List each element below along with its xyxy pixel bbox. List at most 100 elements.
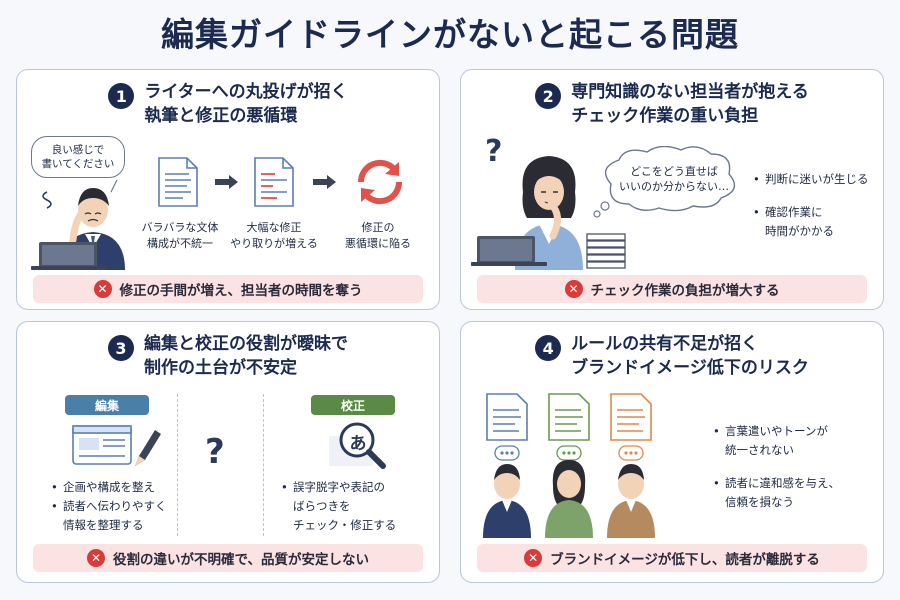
list-item-cont: 情報を整理する	[51, 516, 181, 535]
divider	[263, 394, 264, 536]
panel-1-title-line-1: ライターへの丸投げが招く	[144, 82, 348, 102]
page-title: 編集ガイドラインがないと起こる問題	[161, 15, 739, 54]
bullet-text: 信頼を損なう	[725, 495, 794, 509]
list-item: •判断に迷いが生じる	[753, 170, 879, 189]
panel-3: 3 編集と校正の役割が曖昧で 制作の土台が不安定 編集 校正 ? あ •企画や構…	[16, 321, 440, 583]
bullet-text: ばらつきを	[293, 499, 351, 513]
bullet-text: 情報を整理する	[63, 518, 144, 532]
panel-2-number: 2	[535, 83, 562, 109]
question-mark-icon: ?	[485, 134, 503, 169]
panel-1-result: ✕ 修正の手間が増え、担当者の時間を奪う	[33, 275, 423, 303]
list-item: • 言葉遣いやトーンが	[713, 422, 879, 441]
list-item-cont: チェック・修正する	[281, 516, 431, 535]
list-item: • 読者に違和感を与え、	[713, 474, 879, 493]
panel-1-title: ライターへの丸投げが招く 執筆と修正の悪循環	[144, 80, 347, 128]
panel-2-title-line-2: チェック作業の重い負担	[571, 106, 759, 126]
bubble-line-1: 良い感じで	[51, 144, 105, 156]
step-2-line-1: 大幅な修正	[246, 221, 302, 234]
panel-3-title: 編集と校正の役割が曖昧で 制作の土台が不安定	[144, 332, 348, 380]
panel-4: 4 ルールの共有不足が招く ブランドイメージ低下のリスク	[460, 321, 884, 583]
panel-1: 1 ライターへの丸投げが招く 執筆と修正の悪循環 良い感じで 書いてください	[16, 69, 440, 310]
panel-3-right-bullets: • 誤字脱字や表記の ばらつきを チェック・修正する	[281, 478, 431, 535]
panel-3-title-line-1: 編集と校正の役割が曖昧で	[144, 334, 348, 354]
x-mark-icon: ✕	[564, 280, 583, 298]
bullet-dot-icon: •	[713, 476, 720, 490]
worried-writer-illustration	[31, 179, 125, 270]
step-1-line-1: バラバラな文体	[141, 221, 219, 234]
bullet-text: 言葉遣いやトーンが	[725, 424, 828, 438]
bullet-text: 確認作業に	[765, 205, 823, 219]
list-item-cont: 信頼を損なう	[713, 493, 879, 512]
document-icon	[548, 393, 590, 441]
document-icon	[158, 157, 198, 207]
panel-4-title-line-1: ルールの共有不足が招く	[571, 334, 759, 354]
panel-3-result-text: 役割の違いが不明確で、品質が安定しない	[113, 552, 369, 568]
thought-cloud-icon	[593, 146, 736, 218]
thought-line-1: どこをどう直せば	[630, 165, 718, 178]
panel-4-bullets: • 言葉遣いやトーンが 統一されない • 読者に違和感を与え、 信頼を損なう	[713, 422, 879, 512]
list-item: • 確認作業に	[753, 203, 879, 222]
panel-2-header: 2 専門知識のない担当者が抱える チェック作業の重い負担	[461, 80, 883, 128]
arrow-right-icon	[313, 175, 336, 189]
panel-2-title-line-1: 専門知識のない担当者が抱える	[571, 82, 809, 102]
panel-3-header: 3 編集と校正の役割が曖昧で 制作の土台が不安定	[17, 332, 439, 380]
list-item-cont: 時間がかかる	[753, 222, 879, 241]
panel-2: 2 専門知識のない担当者が抱える チェック作業の重い負担 ? どこをどう直せば …	[460, 69, 884, 310]
document-icon	[486, 393, 528, 441]
panel-1-result-text: 修正の手間が増え、担当者の時間を奪う	[119, 283, 363, 299]
panel-4-result-text: ブランドイメージが低下し、読者が離脱する	[550, 552, 820, 568]
panel-2-result: ✕ チェック作業の負担が増大する	[477, 275, 867, 303]
bullet-text: 企画や構成を整え	[63, 480, 155, 494]
thought-line-2: いいのか分からない…	[619, 180, 729, 193]
bullet-text: 読者に違和感を与え、	[725, 476, 840, 490]
panel-4-title: ルールの共有不足が招く ブランドイメージ低下のリスク	[571, 332, 809, 380]
panel-4-number: 4	[535, 335, 562, 361]
step-1-line-2: 構成が不統一	[147, 237, 213, 250]
panel-2-title: 専門知識のない担当者が抱える チェック作業の重い負担	[571, 80, 809, 128]
panel-2-bullets: •判断に迷いが生じる • 確認作業に 時間がかかる	[753, 170, 879, 241]
document-icon	[254, 157, 294, 207]
x-mark-icon: ✕	[93, 280, 112, 298]
bullet-text: 時間がかかる	[765, 224, 834, 238]
bullet-text: チェック・修正する	[293, 518, 397, 532]
panel-3-number: 3	[108, 335, 134, 361]
x-mark-icon: ✕	[524, 549, 543, 567]
panel-1-header: 1 ライターへの丸投げが招く 執筆と修正の悪循環	[17, 80, 439, 128]
bullet-dot-icon: •	[281, 480, 288, 494]
proof-tag: 校正	[311, 395, 395, 415]
panel-4-result: ✕ ブランドイメージが低下し、読者が離脱する	[477, 544, 867, 572]
bullet-text: 判断に迷いが生じる	[765, 172, 869, 186]
panel-2-result-text: チェック作業の負担が増大する	[590, 283, 780, 299]
bullet-text: 読者へ伝わりやすく	[63, 499, 167, 513]
step-3-caption: 修正の 悪循環に陥る	[332, 220, 424, 252]
bubble-line-2: 書いてください	[41, 158, 115, 170]
proof-glyph: あ	[349, 434, 367, 454]
document-icon	[610, 393, 652, 441]
layout-pencil-icon	[72, 425, 161, 466]
x-mark-icon: ✕	[87, 549, 106, 567]
list-item: • 読者へ伝わりやすく	[51, 497, 181, 516]
panel-3-result: ✕ 役割の違いが不明確で、品質が安定しない	[33, 544, 423, 572]
speech-bubble-icon: 良い感じで 書いてください	[31, 136, 125, 178]
panel-1-number: 1	[108, 83, 135, 109]
panel-3-title-line-2: 制作の土台が不安定	[144, 358, 297, 378]
team-documents-illustration	[483, 393, 655, 538]
confused-staff-illustration	[471, 156, 583, 270]
bullet-dot-icon: •	[753, 205, 760, 219]
step-1-caption: バラバラな文体 構成が不統一	[137, 220, 223, 252]
bullet-text: 誤字脱字や表記の	[293, 480, 385, 494]
divider	[177, 394, 178, 536]
bullet-dot-icon: •	[51, 480, 58, 494]
list-item: • 誤字脱字や表記の	[281, 478, 431, 497]
step-3-line-1: 修正の	[361, 221, 395, 234]
list-item: • 企画や構成を整え	[51, 478, 181, 497]
bullet-text: 統一されない	[725, 443, 794, 457]
panel-1-title-line-2: 執筆と修正の悪循環	[144, 106, 298, 126]
step-3-line-2: 悪循環に陥る	[345, 237, 411, 250]
step-2-caption: 大幅な修正 やり取りが増える	[228, 220, 320, 252]
panel-3-left-bullets: • 企画や構成を整え • 読者へ伝わりやすく 情報を整理する	[51, 478, 181, 535]
list-item-cont: ばらつきを	[281, 497, 431, 516]
arrow-right-icon	[215, 175, 238, 189]
bullet-dot-icon: •	[713, 424, 720, 438]
bullet-dot-icon: •	[51, 499, 58, 513]
